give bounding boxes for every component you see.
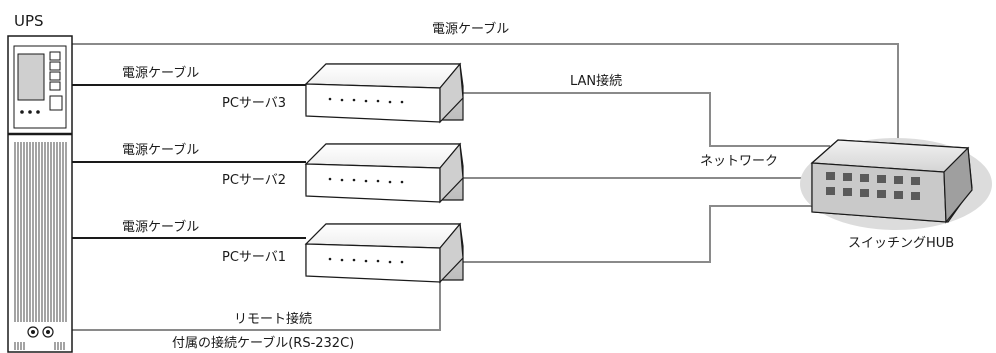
power-cable-label-3: 電源ケーブル: [122, 66, 200, 81]
ups-vent-grille: [14, 142, 67, 350]
ups-button-1: [49, 51, 61, 61]
remote-connection-label: リモート接続: [234, 312, 313, 327]
ups-button-4: [49, 81, 61, 91]
hub-ports: [826, 172, 920, 200]
cable-lines: [70, 43, 899, 331]
server-box-1: [304, 222, 464, 284]
server-box-3: [304, 62, 464, 124]
ups-led-1: [20, 110, 24, 114]
switching-hub: [800, 138, 992, 230]
top-power-cable-line: [70, 43, 899, 160]
server-label-1: PCサーバ1: [222, 250, 287, 265]
ups-led-2: [28, 110, 32, 114]
ups-power-switch: [49, 95, 63, 111]
remote-cable-line: [70, 276, 441, 331]
server-label-2: PCサーバ2: [222, 173, 287, 188]
ups-button-3: [49, 71, 61, 81]
lan-line-3: [463, 92, 830, 147]
server-box-2: [304, 142, 464, 204]
lan-connection-label: LAN接続: [570, 74, 623, 89]
ups-led-3: [36, 110, 40, 114]
power-cable-label-2: 電源ケーブル: [122, 143, 200, 158]
ups-title: UPS: [14, 12, 44, 30]
lan-line-1: [463, 205, 830, 263]
power-cable-label-1: 電源ケーブル: [122, 220, 200, 235]
ups-button-2: [49, 61, 61, 71]
hub-label: スイッチングHUB: [848, 236, 955, 251]
ups-unit: [7, 35, 73, 353]
ups-lcd: [17, 53, 45, 101]
server-label-3: PCサーバ3: [222, 96, 287, 111]
top-power-cable-label: 電源ケーブル: [432, 22, 510, 37]
rs232c-cable-label: 付属の接続ケーブル(RS-232C): [172, 336, 355, 351]
network-label: ネットワーク: [700, 154, 779, 169]
